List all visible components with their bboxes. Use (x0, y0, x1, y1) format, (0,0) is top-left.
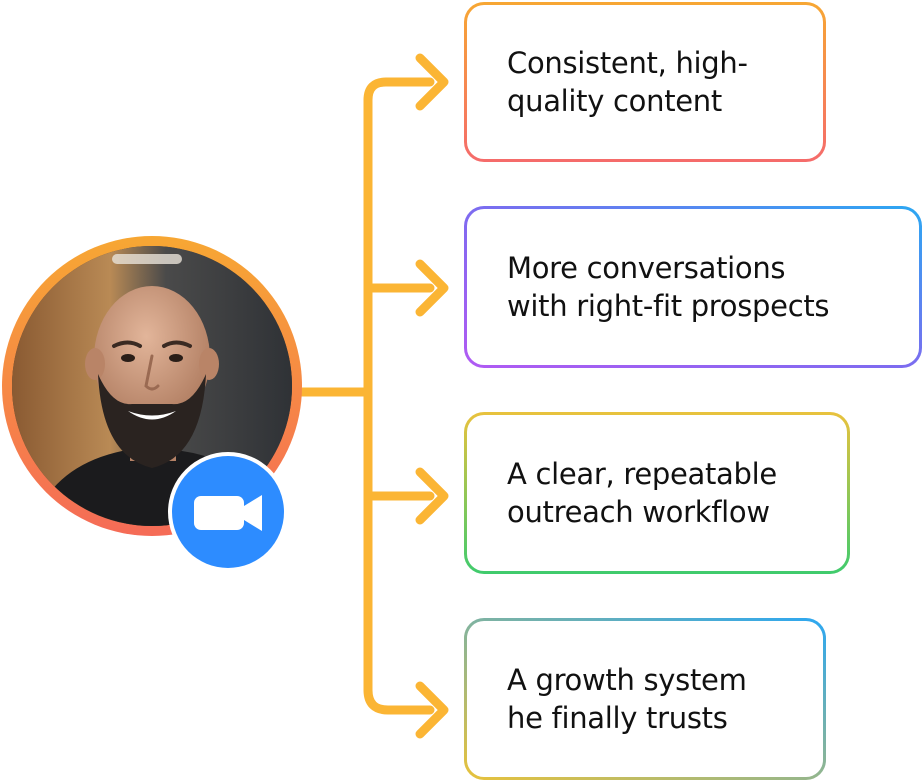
outcome-card: Consistent, high- quality content (464, 2, 826, 162)
card-text-line: outreach workflow (507, 493, 847, 531)
arrow-head-3 (420, 472, 444, 520)
card-text-line: More conversations (507, 249, 919, 287)
video-call-badge (172, 456, 284, 568)
card-text-line: A clear, repeatable (507, 455, 847, 493)
connector-trunk (368, 82, 430, 100)
card-text-line: quality content (507, 82, 823, 120)
card-text-line: A growth system (507, 661, 823, 699)
arrow-head-1 (420, 58, 444, 106)
outcome-card: A growth system he finally trusts (464, 618, 826, 780)
card-text-line: with right-fit prospects (507, 287, 919, 325)
connector-trunk-bottom (368, 690, 430, 710)
outcome-card: A clear, repeatable outreach workflow (464, 412, 850, 574)
arrow-head-4 (420, 686, 444, 734)
arrow-head-2 (420, 264, 444, 312)
card-text-line: Consistent, high- (507, 44, 823, 82)
outcome-card: More conversations with right-fit prospe… (464, 206, 922, 368)
card-text-line: he finally trusts (507, 699, 823, 737)
video-camera-icon (172, 456, 284, 568)
